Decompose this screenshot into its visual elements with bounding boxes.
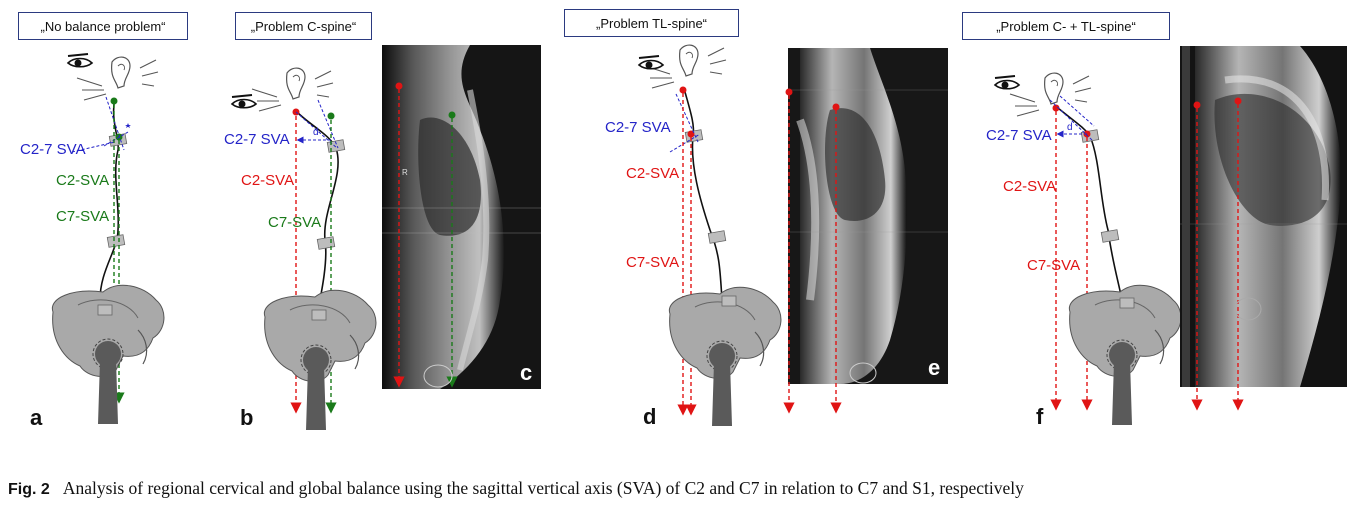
c7-sva-label: C7-SVA <box>56 208 110 225</box>
vertebra-icon <box>1100 229 1120 243</box>
c7-sva-label: C7-SVA <box>1027 257 1081 274</box>
femur-icon <box>706 340 738 427</box>
spine-curve <box>99 97 120 301</box>
xray-f <box>1180 46 1347 411</box>
panel-letter-e: e <box>928 355 941 380</box>
panel-a-title: „No balance problem“ <box>18 12 188 40</box>
vertebra-icon <box>326 139 346 153</box>
panel-d-title: „Problem TL-spine“ <box>564 9 739 37</box>
panel-b <box>231 67 377 431</box>
c7-sva-label: C7-SVA <box>268 214 322 231</box>
caption-text: Analysis of regional cervical and global… <box>62 478 1024 498</box>
panel-letter-a: a <box>30 405 43 430</box>
skull-outline-icon <box>251 67 334 112</box>
xray-marker-r: R <box>402 168 408 177</box>
eye-icon <box>638 55 664 70</box>
figure-caption: Fig. 2 Analysis of regional cervical and… <box>8 478 1363 499</box>
panel-a <box>51 53 165 425</box>
xray-e <box>783 48 948 414</box>
panel-letter-d: d <box>643 404 657 429</box>
c2-7-sva-label: C2-7 SVA <box>224 131 290 148</box>
vertebra-icon <box>684 129 704 143</box>
eye-icon <box>67 53 93 68</box>
panel-letter-f: f <box>1036 404 1044 429</box>
figure-canvas <box>51 44 1347 431</box>
femur-icon <box>1106 339 1138 426</box>
panel-b-title: „Problem C-spine“ <box>235 12 372 40</box>
panel-f <box>994 72 1182 426</box>
c7-sva-label: C7-SVA <box>626 254 680 271</box>
distance-d-label: d <box>313 127 319 138</box>
eye-icon <box>994 75 1020 90</box>
caption-label: Fig. 2 <box>8 481 50 498</box>
xray-c <box>382 45 541 389</box>
vertebra-icon <box>316 236 336 250</box>
panel-letter-c: c <box>520 360 533 385</box>
c2-sva-label: C2-SVA <box>56 172 110 189</box>
c2-7-sva-label: C2-7 SVA <box>20 141 86 158</box>
femur-icon <box>300 344 332 431</box>
distance-d-label: d <box>1067 122 1073 133</box>
vertebra-icon <box>106 234 126 248</box>
panel-d <box>638 44 782 427</box>
panel-f-title: „Problem C- + TL-spine“ <box>962 12 1170 40</box>
c2-sva-label: C2-SVA <box>626 165 680 182</box>
skull-outline-icon <box>1009 72 1092 117</box>
c2-sva-label: C2-SVA <box>241 172 295 189</box>
panel-letter-b: b <box>240 405 254 430</box>
c2-sva-label: C2-SVA <box>1003 178 1057 195</box>
eye-icon <box>231 94 257 109</box>
c2-7-sva-label: C2-7 SVA <box>605 119 671 136</box>
c2-7-sva-label: C2-7 SVA <box>986 127 1052 144</box>
